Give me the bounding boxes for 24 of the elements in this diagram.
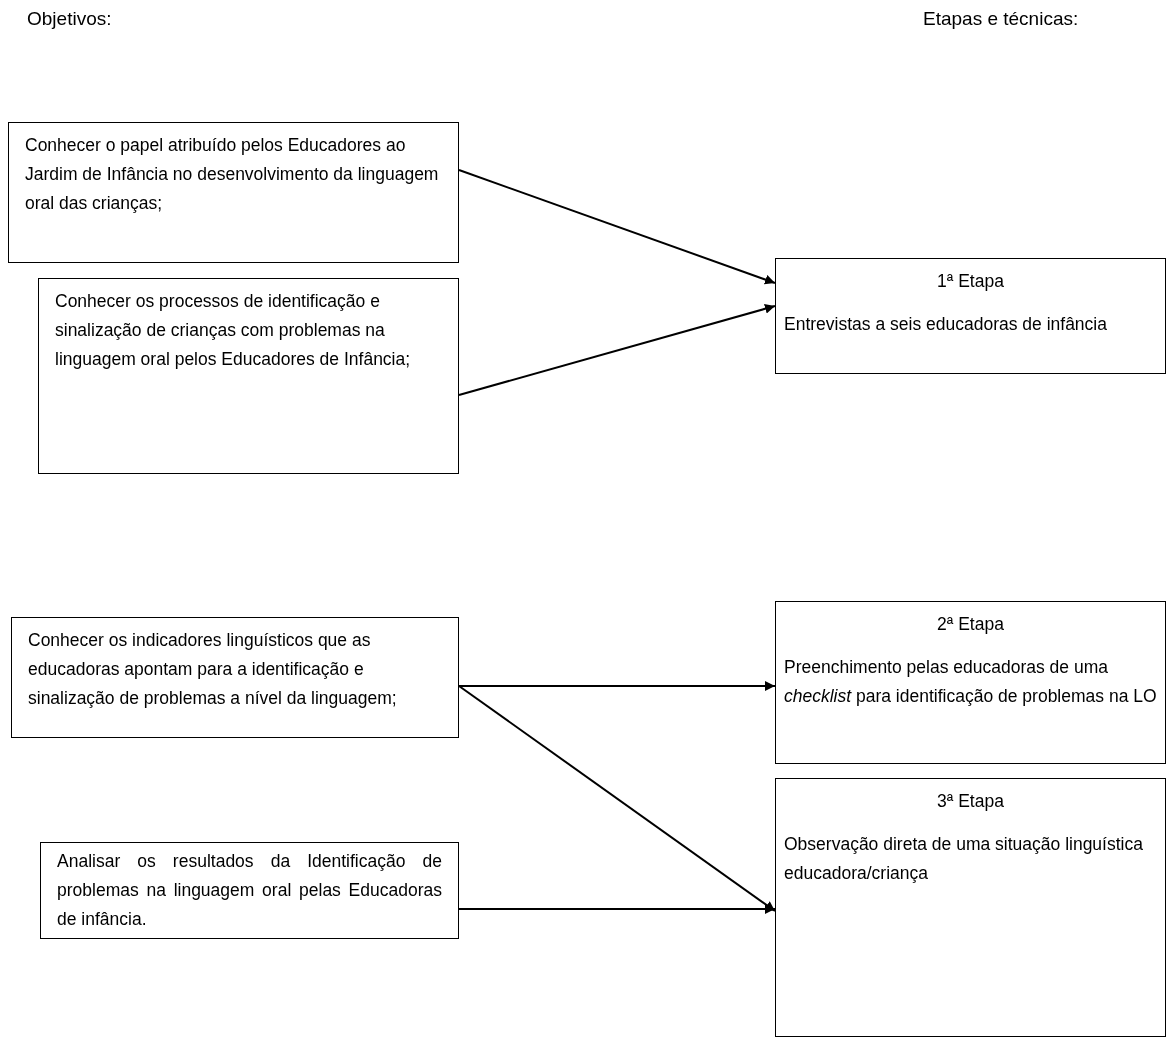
objective-text: Analisar os resultados da Identificação de problemas na linguagem oral pelas Educadoras de infância. [57, 850, 442, 931]
stage-heading: 2ª Etapa [936, 613, 1005, 636]
text-box [11, 617, 459, 738]
text-box [775, 778, 1166, 1037]
arrow [458, 685, 776, 912]
text-box [40, 842, 459, 939]
arrow [458, 904, 776, 914]
stage-description: Observação direta de uma situação linguística educadora/criança [784, 833, 1144, 885]
arrow [458, 681, 776, 691]
text-box [775, 258, 1166, 374]
objective-text: Conhecer os indicadores linguísticos que as educadoras apontam para a identificação e sinalização de problemas a nível da linguagem; [28, 629, 398, 710]
objective-text: Conhecer os processos de identificação e sinalização de crianças com problemas na linguagem oral pelos Educadores de Infância; [55, 290, 412, 371]
text-box [8, 122, 459, 263]
text-box [775, 601, 1166, 764]
arrow [458, 169, 776, 285]
section-heading: Objetivos: [27, 8, 112, 30]
stage-heading: 1ª Etapa [936, 270, 1005, 293]
stage-heading: 3ª Etapa [936, 790, 1005, 813]
stage-description: Entrevistas a seis educadoras de infância [784, 313, 1108, 336]
stage-description: Preenchimento pelas educadoras de uma checklist para identificação de problemas na LO [784, 656, 1157, 708]
section-heading: Etapas e técnicas: [923, 8, 1079, 30]
text-box [38, 278, 459, 474]
arrow [458, 303, 776, 396]
objective-text: Conhecer o papel atribuído pelos Educadores ao Jardim de Infância no desenvolvimento da linguagem oral das crianças; [25, 134, 440, 215]
